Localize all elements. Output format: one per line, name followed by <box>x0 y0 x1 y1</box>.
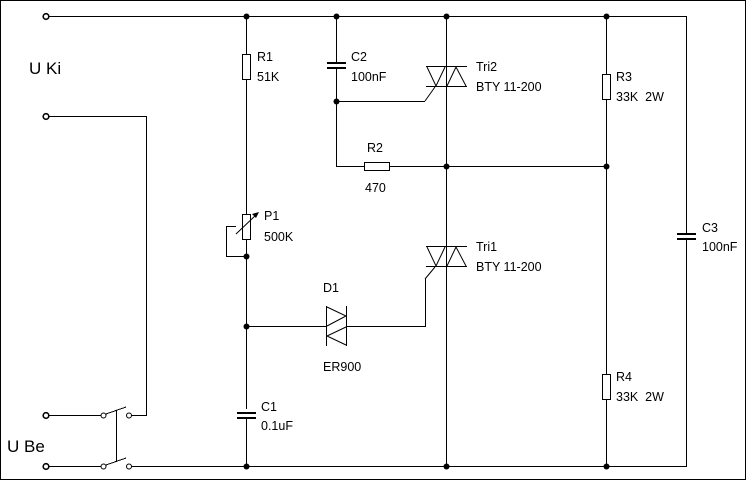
c2-value: 100nF <box>351 70 387 84</box>
junction-dot <box>333 98 340 105</box>
wire-d1-to-tri1-gate <box>346 279 426 327</box>
triac-gate-lead <box>424 266 436 280</box>
r4-ref: R4 <box>616 370 632 384</box>
terminal-u-ki-lower[interactable] <box>42 112 50 121</box>
junctions <box>243 13 610 470</box>
switch-s1[interactable] <box>100 406 132 470</box>
tri2-ref: Tri2 <box>476 60 497 74</box>
resistor-r2[interactable]: R2 470 <box>364 141 390 195</box>
resistor-body <box>364 162 390 171</box>
terminals: U Ki U Be <box>7 12 61 471</box>
p1-ref: P1 <box>264 209 279 223</box>
resistor-r4[interactable]: R4 33K 2W <box>602 370 665 404</box>
triac-tri2[interactable]: Tri2 BTY 11-200 <box>424 60 542 102</box>
wire-p1-wiper <box>226 226 246 257</box>
diac-triangle-right <box>326 306 348 327</box>
junction-dot <box>443 163 450 170</box>
junction-dot <box>243 253 250 260</box>
switch-contact <box>100 412 107 419</box>
junction-dot <box>603 463 610 470</box>
capacitor-c1[interactable]: C1 0.1uF <box>237 400 293 433</box>
potentiometer-body <box>242 214 251 240</box>
label-u-be: U Be <box>7 437 45 456</box>
switch-contact <box>126 412 132 419</box>
resistor-body <box>602 374 611 400</box>
diac-triangle-left <box>325 326 347 346</box>
junction-dot <box>333 13 340 20</box>
diac-d1[interactable]: D1 ER900 <box>323 281 361 374</box>
resistor-r3[interactable]: R3 33K 2W <box>602 70 665 104</box>
c1-ref: C1 <box>261 400 277 414</box>
triac-triangle-down <box>426 66 446 88</box>
r2-ref: R2 <box>367 141 383 155</box>
r2-value: 470 <box>365 181 386 195</box>
triac-gate-lead <box>424 86 436 102</box>
p1-value: 500K <box>264 230 294 244</box>
switch-contact <box>100 463 107 470</box>
tri1-value: BTY 11-200 <box>476 260 542 274</box>
capacitor-c2[interactable]: C2 100nF <box>327 50 387 84</box>
potentiometer-arrow-icon <box>252 212 259 218</box>
tri2-value: BTY 11-200 <box>476 80 542 94</box>
triac-triangle-down <box>426 246 446 268</box>
junction-dot <box>603 13 610 20</box>
r1-ref: R1 <box>257 50 273 64</box>
terminal-u-be-lower[interactable] <box>42 462 50 471</box>
resistor-r1[interactable]: R1 51K <box>242 50 280 84</box>
junction-dot <box>243 323 250 330</box>
d1-value: ER900 <box>323 360 361 374</box>
terminal-u-be-upper[interactable] <box>42 411 50 420</box>
junction-dot <box>603 163 610 170</box>
r3-ref: R3 <box>616 70 632 84</box>
c2-ref: C2 <box>351 50 367 64</box>
resistor-body <box>602 74 611 100</box>
c3-value: 100nF <box>702 240 738 254</box>
label-u-ki: U Ki <box>29 59 61 78</box>
resistor-body <box>242 54 251 80</box>
r4-value: 33K 2W <box>616 390 664 404</box>
triac-triangle-up <box>446 245 467 267</box>
junction-dot <box>243 463 250 470</box>
triac-tri1[interactable]: Tri1 BTY 11-200 <box>424 240 542 280</box>
switch-blade-upper <box>105 406 127 415</box>
c1-value: 0.1uF <box>261 419 293 433</box>
c3-ref: C3 <box>702 221 718 235</box>
potentiometer-p1[interactable]: P1 500K <box>235 209 294 244</box>
junction-dot <box>243 13 250 20</box>
terminal-u-ki-upper[interactable] <box>42 12 50 21</box>
tri1-ref: Tri1 <box>476 240 497 254</box>
junction-dot <box>443 463 450 470</box>
r1-value: 51K <box>257 70 280 84</box>
switch-blade-lower <box>105 457 127 466</box>
triac-triangle-up <box>446 65 467 87</box>
d1-ref: D1 <box>323 281 339 295</box>
r3-value: 33K 2W <box>616 90 664 104</box>
potentiometer-arrow-line <box>235 213 258 235</box>
junction-dot <box>443 13 450 20</box>
switch-contact <box>126 463 132 470</box>
wires <box>49 16 687 467</box>
capacitor-c3[interactable]: C3 100nF <box>677 221 738 254</box>
